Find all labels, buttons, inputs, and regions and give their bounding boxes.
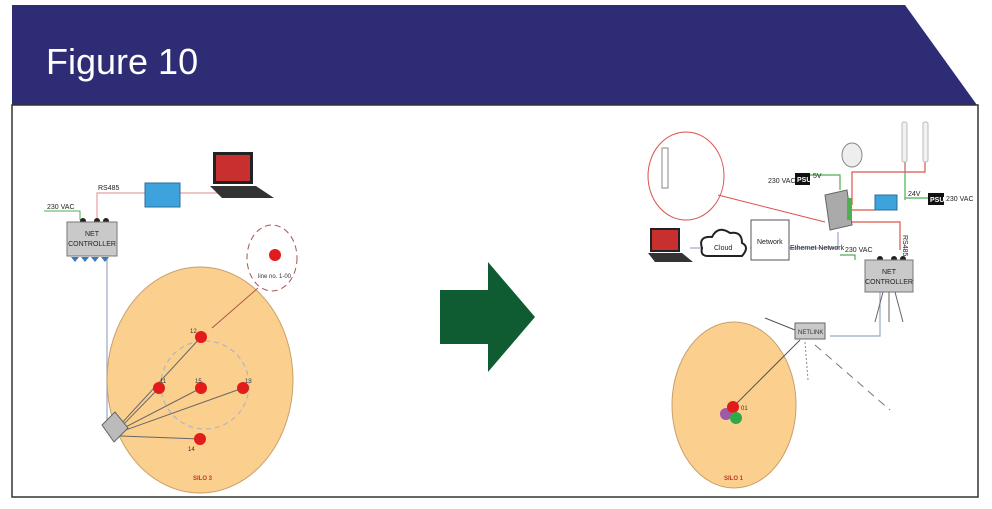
converter-device xyxy=(144,182,181,208)
vac-ctrl-label: 230 VAC xyxy=(845,247,873,254)
sensor-label: 11 xyxy=(160,379,167,385)
svg-text:NET: NET xyxy=(85,231,100,238)
sensor-cable xyxy=(734,339,801,406)
psu-left xyxy=(795,173,810,185)
header-band xyxy=(12,5,977,105)
psu-right-label: PSU xyxy=(930,197,944,204)
psu-right xyxy=(928,193,944,205)
antenna-icon xyxy=(922,121,929,163)
transition-arrow xyxy=(440,262,535,372)
vac-left-label: 230 VAC xyxy=(768,178,796,185)
terminal-block xyxy=(661,147,669,189)
terminal-callout xyxy=(647,131,725,221)
power-cable xyxy=(44,210,81,220)
svg-text:CONTROLLER: CONTROLLER xyxy=(68,241,116,248)
rs485-label: RS485 xyxy=(98,185,120,192)
detail-label: line no. 1-00 xyxy=(258,274,292,280)
sensor-11 xyxy=(153,382,165,394)
netlink-box xyxy=(101,411,129,443)
vac-label: 230 VAC xyxy=(47,204,75,211)
laptop-icon xyxy=(648,228,693,262)
silo-label: SILO 1 xyxy=(724,476,744,482)
dashed-cable xyxy=(814,344,891,411)
sensor-15 xyxy=(195,382,207,394)
sensor-label: 15 xyxy=(195,379,202,385)
callout-line xyxy=(717,194,826,223)
sensor-12 xyxy=(195,331,207,343)
sensor-label: 12 xyxy=(190,329,197,335)
sensor-label: 01 xyxy=(741,406,748,412)
network-box xyxy=(750,219,790,261)
net-controller: NET CONTROLLER xyxy=(66,218,118,262)
sensor-14 xyxy=(194,433,206,445)
after-diagram: 230 VAC PSU 5V 24V PSU 230 VAC Cloud Net… xyxy=(647,121,974,489)
laptop-icon xyxy=(210,152,274,198)
net-controller: NET CONTROLLER xyxy=(864,256,914,323)
ethernet-label: Ethernet Network xyxy=(790,245,845,252)
cloud-icon xyxy=(700,228,747,257)
sensor-red xyxy=(727,401,739,413)
cable-in xyxy=(764,317,796,331)
cloud-label: Cloud xyxy=(714,245,732,252)
sensor-label: 13 xyxy=(245,379,252,385)
24v-label: 24V xyxy=(908,191,921,198)
svg-text:NET: NET xyxy=(882,269,897,276)
silo-circle xyxy=(106,266,294,494)
network-label: Network xyxy=(757,239,783,246)
netlink-label: NETLINK xyxy=(798,330,823,336)
humidity-sensor xyxy=(841,142,863,168)
before-diagram: RS485 230 VAC NET CONTROLLER line no. 1-… xyxy=(44,152,298,494)
callout-line xyxy=(211,287,259,329)
svg-text:CONTROLLER: CONTROLLER xyxy=(865,279,913,286)
figure-title: Figure 10 xyxy=(46,41,198,82)
sensor-green xyxy=(730,412,742,424)
rs485-label: RS485 xyxy=(901,235,908,257)
sensor-13 xyxy=(237,382,249,394)
rs485-cable xyxy=(96,192,145,222)
relay-module xyxy=(874,194,898,211)
vac-right-label: 230 VAC xyxy=(946,196,974,203)
antenna-icon xyxy=(901,121,908,163)
netlink-box xyxy=(794,322,826,340)
gateway-terminals xyxy=(847,198,852,220)
psu-left-label: PSU xyxy=(797,177,811,184)
sensor-detail xyxy=(269,249,281,261)
gateway-device xyxy=(824,189,853,231)
5v-label: 5V xyxy=(813,173,822,180)
sensor-label: 14 xyxy=(188,447,195,453)
silo-label: SILO 3 xyxy=(193,476,213,482)
